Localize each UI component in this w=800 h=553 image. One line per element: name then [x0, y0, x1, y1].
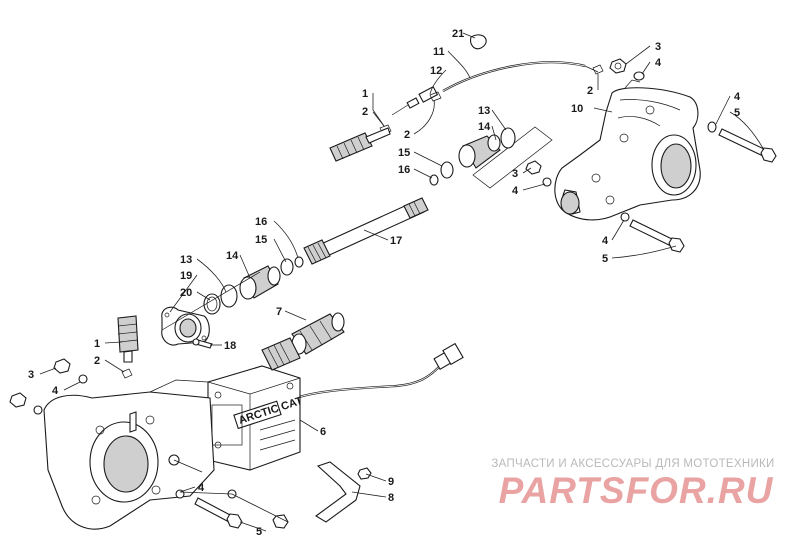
callout-13: 13 — [478, 105, 490, 117]
callout-4: 4 — [512, 185, 519, 197]
washer-lower-left-top — [78, 374, 88, 384]
boot-clamp-15-upper — [440, 161, 454, 179]
callout-7: 7 — [276, 306, 282, 318]
nut-upper-right — [609, 58, 627, 74]
callout-3: 3 — [28, 369, 34, 381]
bearing-cap-19 — [161, 306, 210, 346]
screw-9 — [357, 467, 372, 480]
callout-3: 3 — [655, 41, 661, 53]
cable-boot-upper — [329, 127, 391, 162]
callout-18: 18 — [224, 340, 236, 352]
retaining-ring-16-upper — [429, 174, 439, 186]
snap-ring — [470, 34, 487, 50]
driveshaft-boot-lower — [239, 265, 281, 300]
callout-5: 5 — [256, 526, 262, 538]
rear-gearcase-housing — [554, 79, 701, 221]
callout-14: 14 — [226, 250, 239, 262]
callout-6: 6 — [320, 426, 326, 438]
retaining-ring-16-lower — [294, 256, 304, 268]
boot-clamp-lower — [220, 284, 238, 308]
boot-clamp-upper — [500, 127, 516, 149]
callout-16: 16 — [255, 216, 267, 228]
clip-upper — [429, 91, 442, 102]
washer-upper-right — [633, 71, 645, 81]
bracket-8 — [315, 461, 361, 523]
lower-boot-frame — [161, 271, 261, 331]
cable-boot-lower — [117, 315, 139, 363]
callout-5: 5 — [602, 253, 608, 265]
callout-16: 16 — [398, 164, 410, 176]
callout-9: 9 — [388, 476, 394, 488]
washer-right-low — [620, 212, 630, 222]
callout-1: 1 — [362, 88, 368, 100]
bolt-bottom — [194, 497, 243, 529]
callout-3: 3 — [512, 168, 518, 180]
callout-4: 4 — [734, 91, 741, 103]
bolt-right-low — [629, 219, 685, 253]
nut-lower-left-bottom — [9, 392, 27, 408]
wiring-harness — [295, 342, 464, 400]
callout-4: 4 — [52, 385, 59, 397]
callout-4: 4 — [655, 57, 662, 69]
callout-10: 10 — [571, 103, 583, 115]
seal-20-inner — [206, 296, 218, 312]
boot-clamp-15-lower — [280, 258, 294, 276]
front-gearcase-housing — [43, 379, 215, 530]
callout-2: 2 — [94, 355, 100, 367]
callout-12: 12 — [430, 65, 442, 77]
callout-2: 2 — [587, 85, 593, 97]
screw-18 — [192, 338, 213, 349]
clip-lower — [121, 368, 133, 379]
callout-13: 13 — [180, 254, 192, 266]
bolt-right-top — [718, 128, 777, 163]
callout-4: 4 — [602, 235, 609, 247]
callout-1: 1 — [94, 338, 100, 350]
callout-4: 4 — [198, 482, 205, 494]
callout-11: 11 — [433, 46, 445, 58]
callout-2: 2 — [362, 106, 368, 118]
washer-right-top — [707, 121, 717, 133]
washer-lower-left-bottom — [33, 405, 43, 415]
callout-15: 15 — [255, 234, 267, 246]
shift-cable — [442, 61, 599, 92]
callout-19: 19 — [180, 270, 192, 282]
nut-right-mid — [525, 160, 542, 175]
callout-5: 5 — [734, 107, 740, 119]
bolt-bottom-2 — [272, 514, 289, 529]
callout-labels: 21 11 12 1 2 2 2 3 4 10 4 5 13 14 15 16 … — [28, 28, 741, 538]
boot-7 — [291, 312, 345, 355]
clip-right — [592, 64, 604, 75]
leader-lines — [39, 32, 765, 532]
callout-14: 14 — [478, 121, 491, 133]
input-shaft — [261, 337, 301, 371]
watermark-tagline: ЗАПЧАСТИ И АКСЕССУАРЫ ДЛЯ МОТОТЕХНИКИ — [491, 458, 775, 470]
callout-17: 17 — [390, 235, 402, 247]
callout-15: 15 — [398, 147, 410, 159]
cable-end-fitting — [391, 85, 439, 116]
callout-8: 8 — [388, 492, 394, 504]
driveshaft-boot-upper — [458, 134, 501, 169]
callout-20: 20 — [180, 287, 192, 299]
nut-lower-left-top — [53, 358, 71, 374]
washer-right-mid — [542, 177, 552, 187]
watermark-logo[interactable]: PARTSFOR.RU — [498, 470, 774, 511]
callout-2: 2 — [404, 129, 410, 141]
callout-21: 21 — [452, 28, 464, 40]
